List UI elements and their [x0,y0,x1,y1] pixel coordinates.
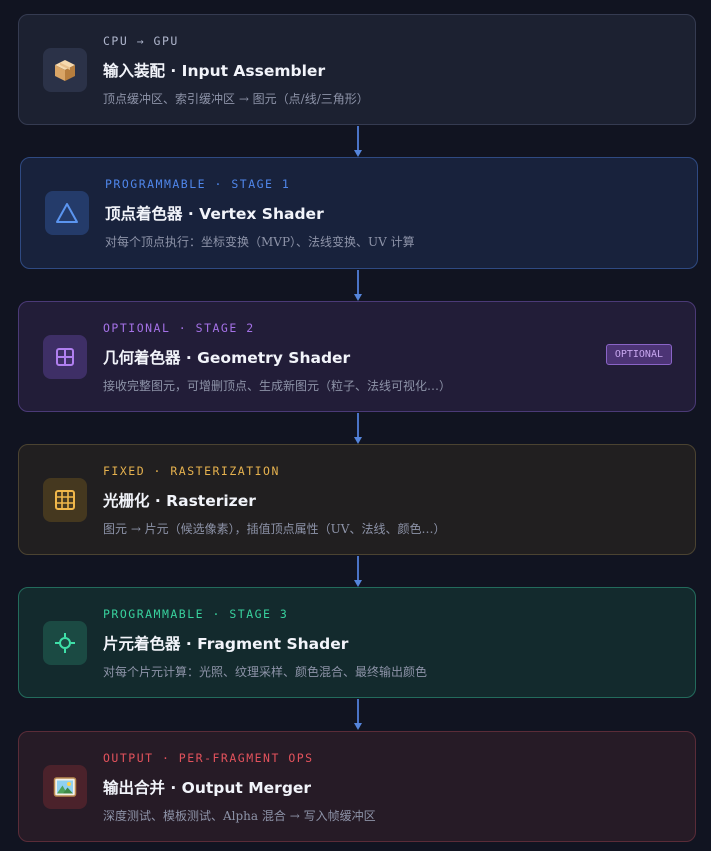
flow-arrowhead [354,723,362,730]
stage-eyebrow: OUTPUT · PER-FRAGMENT OPS [103,751,314,765]
flow-arrowhead [354,437,362,444]
stage-description: 对每个片元计算：光照、纹理采样、颜色混合、最终输出颜色 [103,665,428,679]
stage-description: 深度测试、模板测试、Alpha 混合 → 写入帧缓冲区 [103,809,376,823]
stage-card-rasterizer: FIXED · RASTERIZATION 光栅化 · Rasterizer 图… [18,444,696,555]
stage-eyebrow: FIXED · RASTERIZATION [103,464,280,478]
stage-eyebrow: CPU → GPU [103,34,179,48]
stage-title: 输入装配 · Input Assembler [103,62,326,80]
flow-arrowhead [354,150,362,157]
optional-badge: OPTIONAL [605,344,672,365]
stage-eyebrow: PROGRAMMABLE · STAGE 1 [105,177,291,191]
flow-connector [357,126,359,150]
stage-description: 接收完整图元，可增删顶点、生成新图元（粒子、法线可视化…） [103,379,452,393]
stage-card-output-merger: OUTPUT · PER-FRAGMENT OPS 输出合并 · Output … [18,731,696,842]
stage-title: 输出合并 · Output Merger [103,779,312,797]
flow-arrowhead [354,580,362,587]
stage-title: 顶点着色器 · Vertex Shader [105,205,324,223]
crosshair-icon [43,621,87,665]
stage-card-vertex-shader: PROGRAMMABLE · STAGE 1 顶点着色器 · Vertex Sh… [20,157,698,269]
flow-connector [357,413,359,437]
flow-connector [357,699,359,723]
package-icon [43,48,87,92]
triangle-icon [45,191,89,235]
stage-description: 顶点缓冲区、索引缓冲区 → 图元（点/线/三角形） [103,92,369,106]
grid-icon [43,335,87,379]
stage-card-geometry-shader: OPTIONAL · STAGE 2 几何着色器 · Geometry Shad… [18,301,696,412]
picture-icon [43,765,87,809]
stage-title: 片元着色器 · Fragment Shader [103,635,349,653]
stage-description: 图元 → 片元（候选像素），插值顶点属性（UV、法线、颜色…） [103,522,446,536]
flow-arrowhead [354,294,362,301]
stage-eyebrow: OPTIONAL · STAGE 2 [103,321,255,335]
stage-card-fragment-shader: PROGRAMMABLE · STAGE 3 片元着色器 · Fragment … [18,587,696,698]
stage-title: 几何着色器 · Geometry Shader [103,349,351,367]
stage-title: 光栅化 · Rasterizer [103,492,256,510]
flow-connector [357,270,359,294]
flow-connector [357,556,359,580]
stage-eyebrow: PROGRAMMABLE · STAGE 3 [103,607,289,621]
stage-description: 对每个顶点执行：坐标变换（MVP）、法线变换、UV 计算 [105,235,415,249]
raster-grid-icon [43,478,87,522]
stage-card-input-assembler: CPU → GPU 输入装配 · Input Assembler 顶点缓冲区、索… [18,14,696,125]
